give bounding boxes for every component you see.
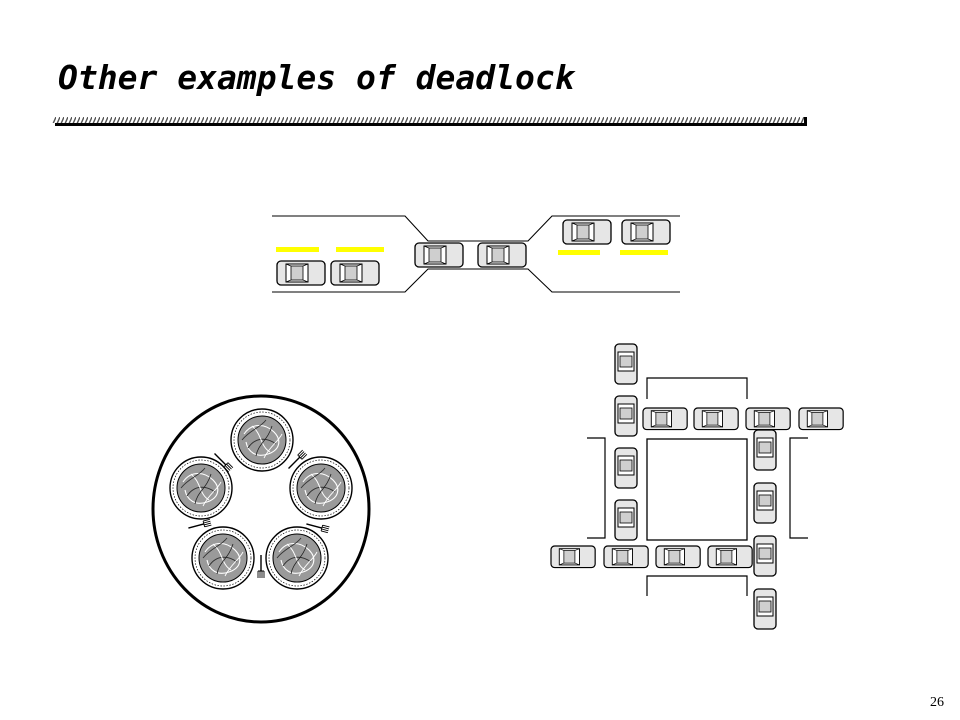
lane-marker — [620, 250, 668, 255]
dining-table-figure — [151, 394, 371, 624]
plate — [230, 408, 294, 472]
car — [753, 588, 777, 630]
car — [614, 395, 638, 437]
plate — [289, 456, 353, 520]
car — [655, 545, 701, 569]
car — [798, 407, 844, 431]
car — [330, 260, 380, 286]
lane-marker — [558, 250, 600, 255]
car — [642, 407, 688, 431]
plate — [169, 456, 233, 520]
car — [414, 242, 464, 268]
plate — [265, 526, 329, 590]
car — [276, 260, 326, 286]
car — [614, 499, 638, 541]
car — [753, 535, 777, 577]
car — [562, 219, 612, 245]
car — [753, 429, 777, 471]
car — [707, 545, 753, 569]
lane-marker — [336, 247, 384, 252]
car — [603, 545, 649, 569]
plate — [191, 526, 255, 590]
car — [614, 447, 638, 489]
car — [614, 343, 638, 385]
car — [753, 482, 777, 524]
car — [693, 407, 739, 431]
car — [745, 407, 791, 431]
title-underline — [52, 117, 807, 126]
gridlock-figure — [550, 343, 844, 630]
slide-title: Other examples of deadlock — [58, 58, 575, 97]
car — [477, 242, 527, 268]
car — [550, 545, 596, 569]
bridge-road-figure — [272, 215, 680, 293]
car — [621, 219, 671, 245]
lane-marker — [276, 247, 319, 252]
page-number: 26 — [930, 695, 944, 710]
